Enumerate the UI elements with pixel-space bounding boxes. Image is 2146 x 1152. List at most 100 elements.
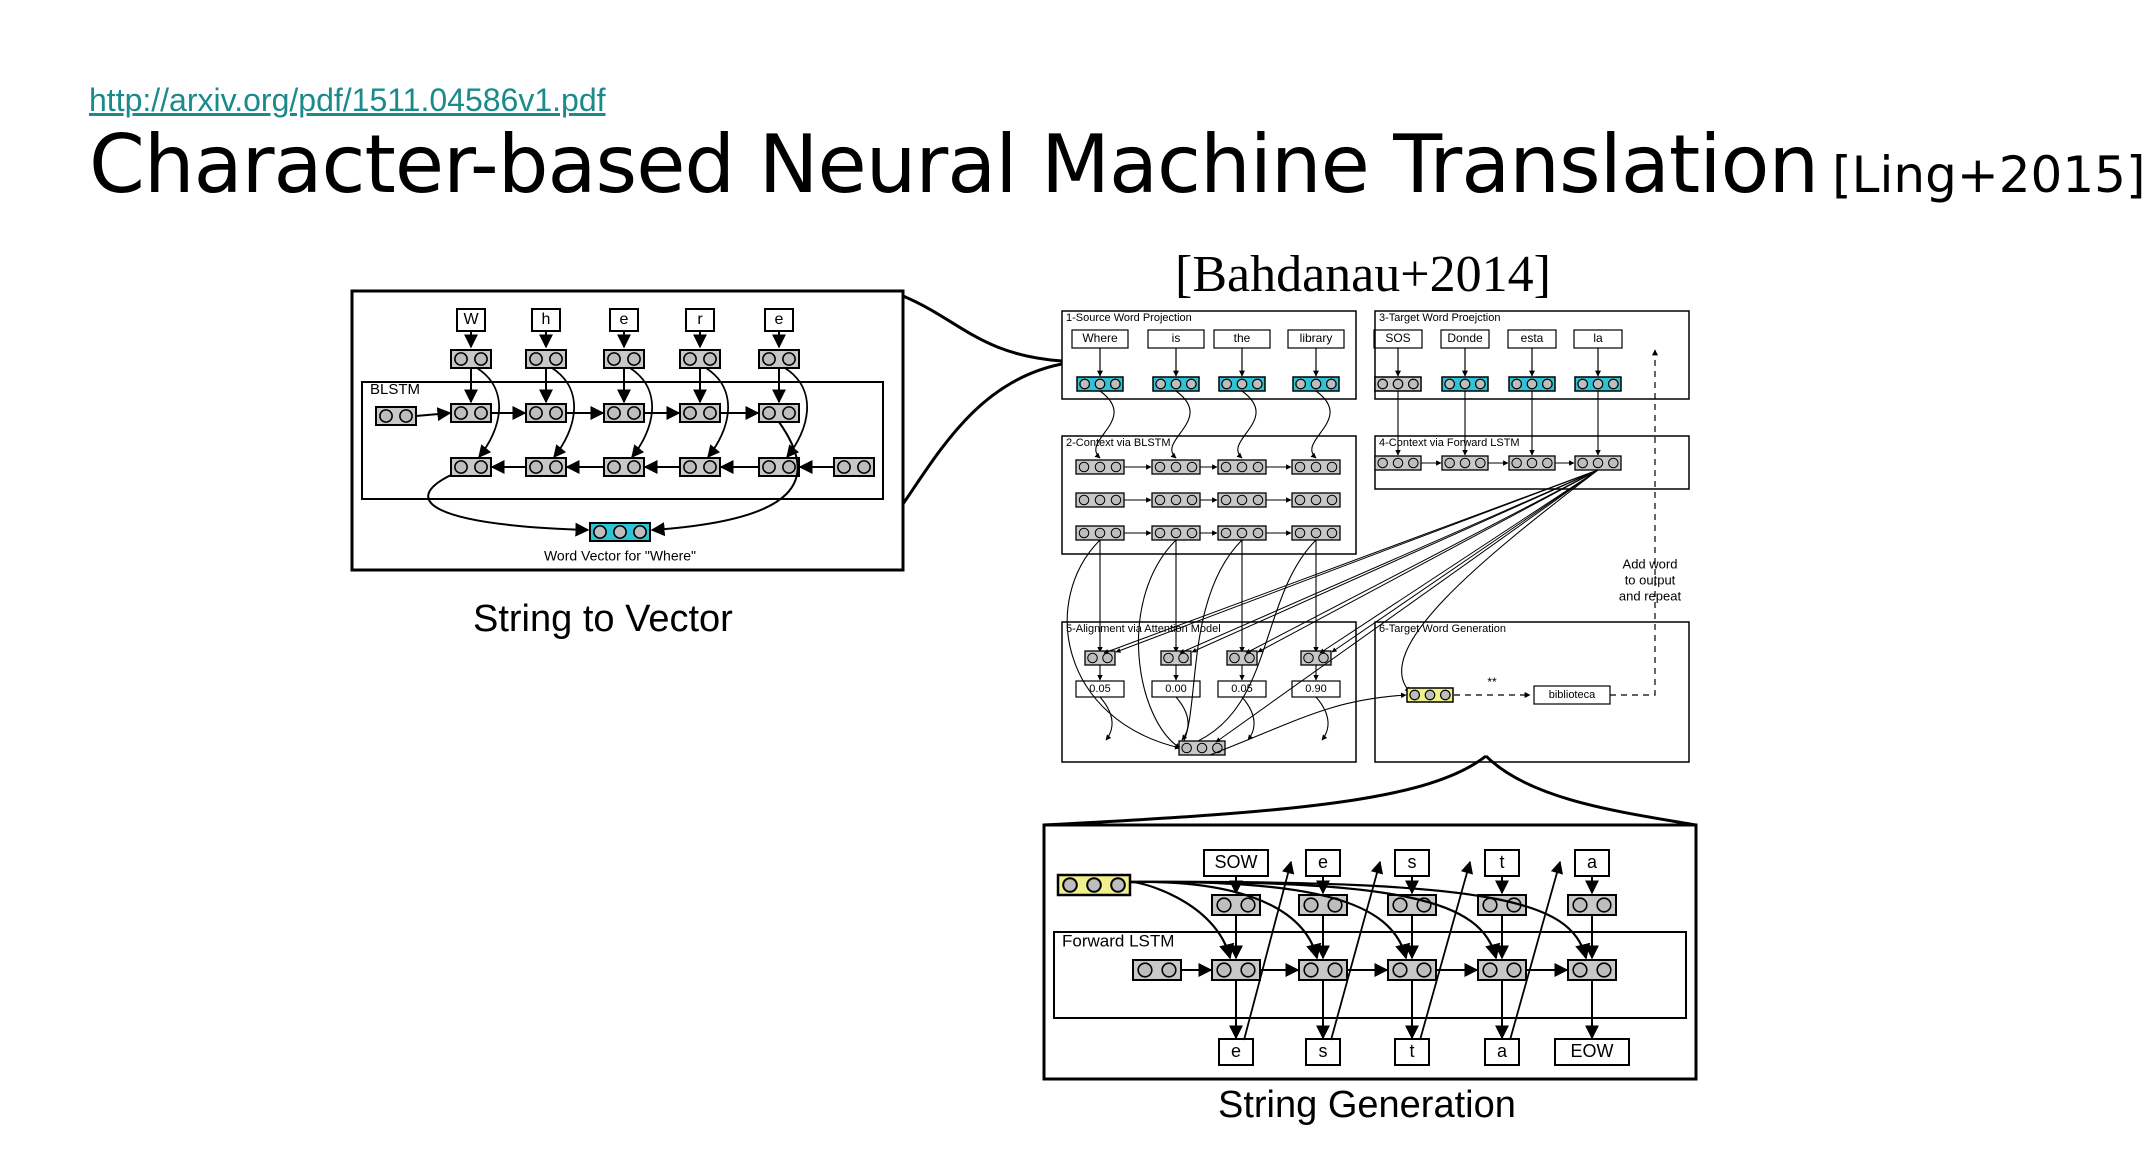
vector-cell: [1170, 527, 1182, 539]
vector-cell: [1086, 877, 1102, 893]
caption-string-to-vector: String to Vector: [473, 598, 733, 640]
vector-cell: [1185, 378, 1197, 390]
paper-link[interactable]: http://arxiv.org/pdf/1511.04586v1.pdf: [89, 82, 606, 118]
vector-cell: [1251, 378, 1263, 390]
att-panel-4-label: 4-Context via Forward LSTM: [1379, 437, 1520, 449]
vector-cell: [399, 409, 413, 423]
att-panel-6: [1374, 621, 1690, 763]
vector-cell: [1596, 897, 1612, 913]
gen-frame: [1042, 823, 1698, 1081]
att-context-to-gen: [1209, 692, 1407, 756]
att-panel-6-label: 6-Target Word Generation: [1379, 623, 1506, 635]
vector-cell: [1326, 494, 1338, 506]
vector-cell: [1155, 378, 1167, 390]
vector-cell: [1377, 378, 1389, 390]
callout-top: [902, 294, 1063, 363]
vector-cell: [1327, 962, 1343, 978]
gen-output-box: [1394, 1038, 1430, 1066]
att-proj-arrow: [1310, 390, 1331, 459]
gen-lstm-cell-3: [1477, 959, 1527, 981]
gen-input-4: a: [1587, 852, 1598, 872]
vector-cell: [762, 460, 776, 474]
att-panel-2-label: 2-Context via BLSTM: [1066, 437, 1171, 449]
vector-cell: [857, 460, 871, 474]
vector-cell: [1178, 652, 1189, 664]
s2v-final-fwd: [650, 421, 799, 537]
s2v-final-bwd: [427, 474, 590, 537]
gen-feedback-arrow: [1509, 860, 1563, 1041]
vector-cell: [379, 409, 393, 423]
att-align-cell-1: [1160, 650, 1192, 666]
vector-cell: [1592, 378, 1604, 390]
vector-cell: [1482, 962, 1498, 978]
vector-cell: [607, 406, 621, 420]
vector-cell: [529, 460, 543, 474]
vector-cell: [1572, 962, 1588, 978]
gen-input-1: e: [1318, 852, 1328, 872]
att-forward-cell-1: [1441, 455, 1489, 471]
s2v-embed-3: [679, 349, 721, 369]
vector-cell: [1109, 378, 1121, 390]
vector-cell: [1409, 689, 1421, 701]
att-forward-cell-0: [1374, 455, 1422, 471]
att-query-line: [1191, 469, 1599, 653]
att-blstm-cell-3-0: [1291, 459, 1341, 475]
gen-condition-arrow: [1129, 880, 1591, 960]
s2v-char-4: e: [775, 311, 784, 328]
att-align-cell-2: [1226, 650, 1258, 666]
att-add-word-note-0: Add word: [1623, 556, 1678, 571]
vector-cell: [1325, 378, 1337, 390]
att-source-word-2: the: [1234, 331, 1251, 345]
vector-cell: [1236, 461, 1248, 473]
vector-cell: [1181, 742, 1192, 754]
att-source-word-1: is: [1172, 331, 1181, 345]
vector-cell: [1094, 494, 1106, 506]
title-citation: [Ling+2015]: [1832, 146, 2146, 204]
att-query-line: [1115, 469, 1599, 653]
gen-output-4: EOW: [1571, 1041, 1614, 1061]
att-weight-2: 0.05: [1231, 683, 1252, 695]
vector-cell: [1408, 457, 1419, 469]
s2v-cross-arrow: [551, 367, 575, 458]
att-blstm-cell-1-0: [1151, 459, 1201, 475]
att-proj-arrow: [1170, 390, 1191, 459]
s2v-fwd-0: [450, 403, 492, 423]
gen-lstm-cell-0: [1211, 959, 1261, 981]
s2v-cross-arrow: [476, 367, 500, 458]
att-panel-2: [1061, 435, 1357, 555]
vector-cell: [549, 460, 563, 474]
gen-input-vector: [1056, 873, 1132, 897]
vector-cell: [1475, 457, 1486, 469]
att-target-word-3: la: [1593, 331, 1603, 345]
att-context-vector: [1178, 740, 1226, 756]
s2v-char-1: h: [542, 311, 551, 328]
callout-gen-left: [1042, 754, 1487, 827]
vector-cell: [1592, 457, 1604, 469]
att-weight-1: 0.00: [1165, 683, 1186, 695]
vector-cell: [1294, 527, 1306, 539]
vector-cell: [1310, 527, 1322, 539]
vector-cell: [1252, 461, 1264, 473]
att-query-line: [1215, 469, 1599, 743]
gen-lstm-init: [1132, 959, 1182, 981]
gen-feedback-arrow: [1243, 860, 1295, 1041]
att-weight-arrow: [1099, 696, 1113, 741]
vector-cell: [1137, 962, 1153, 978]
s2v-fwd-init: [375, 406, 417, 426]
vector-cell: [1444, 378, 1456, 390]
gen-input-0: SOW: [1215, 852, 1258, 872]
att-source-word-0: Where: [1082, 331, 1118, 345]
vector-cell: [1252, 527, 1264, 539]
vector-cell: [1577, 457, 1588, 469]
vector-cell: [1094, 527, 1106, 539]
vector-cell: [1607, 378, 1619, 390]
gen-feedback-arrow: [1419, 860, 1473, 1041]
bahdanau-citation: [Bahdanau+2014]: [1175, 246, 1551, 303]
gen-output-1: s: [1319, 1041, 1328, 1061]
att-proj-arrow: [1236, 390, 1257, 459]
vector-cell: [627, 460, 641, 474]
caption-string-generation: String Generation: [1218, 1084, 1516, 1126]
vector-cell: [1392, 457, 1404, 469]
vector-cell: [1444, 457, 1455, 469]
vector-cell: [593, 525, 607, 539]
